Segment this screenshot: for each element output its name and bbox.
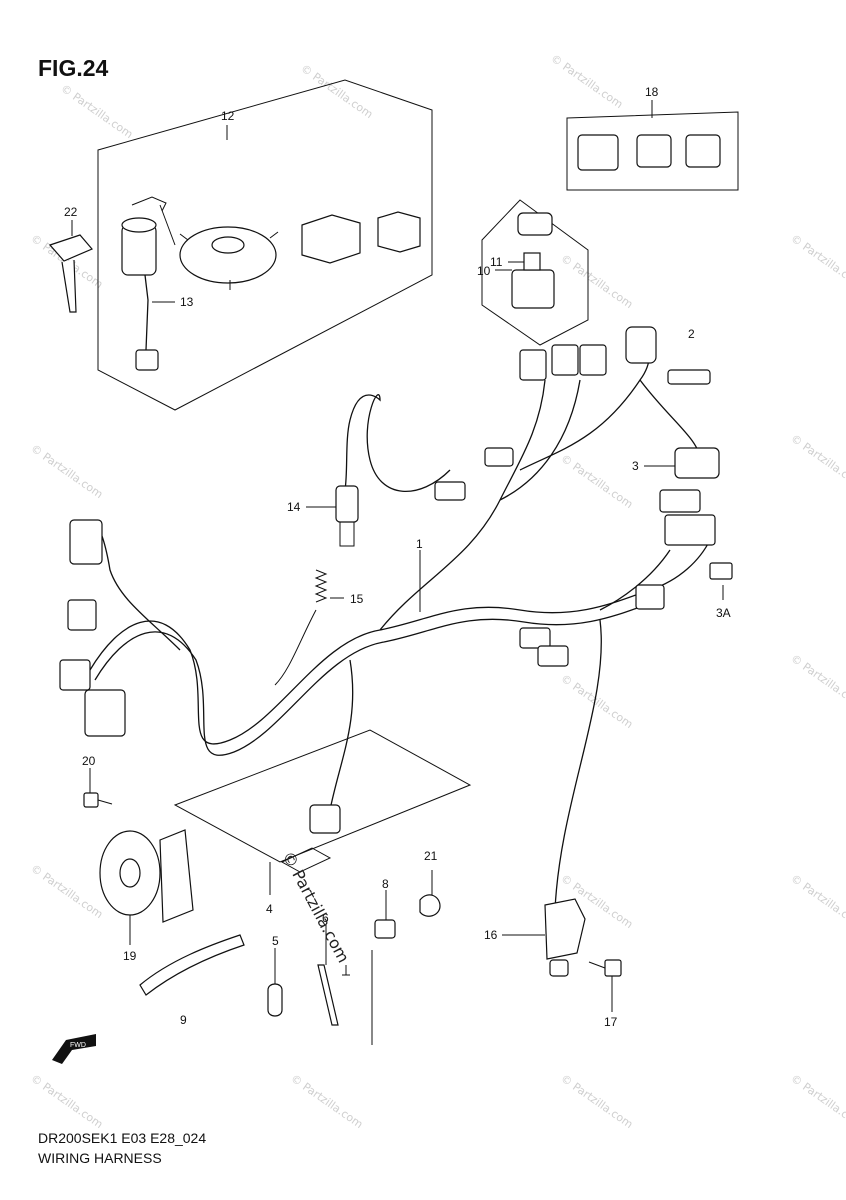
callout-6: 6 <box>322 911 329 925</box>
callout-8: 8 <box>382 877 389 891</box>
diagram-name: WIRING HARNESS <box>38 1150 162 1166</box>
watermark: © Partzilla.com <box>288 1072 365 1131</box>
watermark: © Partzilla.com <box>28 442 105 501</box>
callout-16: 16 <box>484 928 498 942</box>
diagram-code: DR200SEK1 E03 E28_024 <box>38 1130 207 1146</box>
callout-22: 22 <box>64 205 78 219</box>
watermark: © Partzilla.com <box>28 862 105 921</box>
cable-tie <box>139 934 245 996</box>
callout-12: 12 <box>221 109 235 123</box>
callout-9: 9 <box>180 1013 187 1027</box>
bracket-plate <box>173 729 472 873</box>
horn-bolt <box>83 792 113 808</box>
callout-4: 4 <box>266 902 273 916</box>
watermark-overlay: © Partzilla.com <box>278 848 353 966</box>
watermark: © Partzilla.com <box>788 872 846 931</box>
watermark: © Partzilla.com <box>548 52 625 111</box>
watermark: © Partzilla.com <box>558 1072 635 1131</box>
watermark: © Partzilla.com <box>558 672 635 731</box>
fwd-label: FWD <box>70 1042 86 1049</box>
horn <box>99 829 194 923</box>
leader-lines <box>71 100 724 1012</box>
callout-18: 18 <box>645 85 659 99</box>
harness-bracket <box>317 964 350 1026</box>
callout-14: 14 <box>287 500 301 514</box>
watermark: © Partzilla.com <box>558 452 635 511</box>
callouts: 12 18 22 13 10 11 2 3 3A 1 14 15 20 4 19… <box>64 85 731 1029</box>
clamp <box>267 960 283 1017</box>
relay-set <box>566 111 739 191</box>
watermark: © Partzilla.com <box>788 652 846 711</box>
callout-11: 11 <box>490 255 503 269</box>
callout-5: 5 <box>272 934 279 948</box>
callout-15: 15 <box>350 592 364 606</box>
callout-2: 2 <box>688 327 695 341</box>
watermark: © Partzilla.com <box>58 82 135 141</box>
callout-3a: 3A <box>716 606 731 620</box>
callout-19: 19 <box>123 949 137 963</box>
callout-13: 13 <box>180 295 194 309</box>
main-wiring-harness <box>59 326 733 911</box>
watermark: © Partzilla.com <box>788 432 846 491</box>
watermark: © Partzilla.com <box>788 232 846 291</box>
watermark: © Partzilla.com <box>788 1072 846 1131</box>
return-spring <box>274 569 328 686</box>
ignition-switch-set <box>97 79 433 411</box>
callout-20: 20 <box>82 754 96 768</box>
callout-21: 21 <box>424 849 438 863</box>
wire-clamp <box>371 919 396 1045</box>
clip <box>419 894 441 917</box>
figure-title: FIG.24 <box>38 55 109 81</box>
switch-bolt <box>588 959 622 977</box>
forward-arrow-icon: FWD <box>52 1034 96 1064</box>
callout-17: 17 <box>604 1015 618 1029</box>
neutral-switch <box>544 898 586 977</box>
starter-relay <box>481 199 589 346</box>
watermark: © Partzilla.com <box>298 62 375 121</box>
callout-3: 3 <box>632 459 639 473</box>
watermark: © Partzilla.com <box>558 252 635 311</box>
callout-10: 10 <box>477 264 491 278</box>
watermark: © Partzilla.com <box>28 1072 105 1131</box>
clutch-switch <box>335 485 359 547</box>
key-blank <box>48 234 93 313</box>
callout-1: 1 <box>416 537 423 551</box>
